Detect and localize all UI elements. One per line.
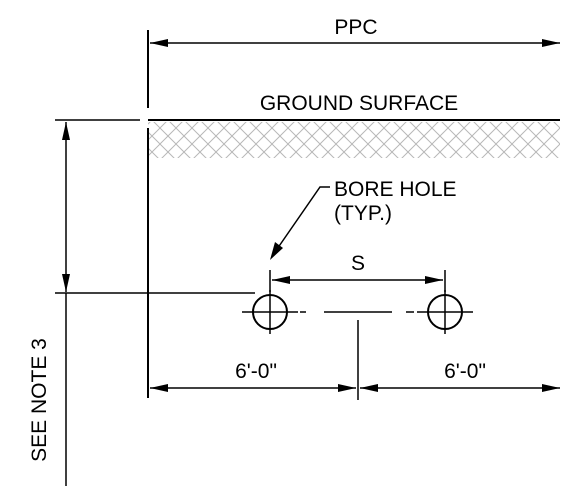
offset-arrow-right-end xyxy=(542,384,560,392)
spacing-arrow-left xyxy=(272,276,290,284)
bore-hole-label: BORE HOLE xyxy=(334,178,457,201)
offset-label-left: 6'-0" xyxy=(235,360,277,383)
offset-arrow-right-start xyxy=(360,384,378,392)
bore-hole-typ-label: (TYP.) xyxy=(334,202,392,225)
ppc-arrow-right xyxy=(542,39,560,47)
bore-hole-leader xyxy=(274,186,330,253)
see-note-label: SEE NOTE 3 xyxy=(28,338,51,462)
depth-arrow-bottom xyxy=(62,274,70,292)
ground-hatch xyxy=(148,122,560,158)
offset-label-right: 6'-0" xyxy=(444,360,486,383)
bore-hole-left xyxy=(242,290,298,334)
ground-surface-label: GROUND SURFACE xyxy=(260,92,458,115)
offset-arrow-left-end xyxy=(338,384,356,392)
ppc-arrow-left xyxy=(150,39,168,47)
offset-arrow-left-start xyxy=(150,384,168,392)
depth-arrow-top xyxy=(62,122,70,140)
spacing-label: S xyxy=(351,252,365,275)
spacing-arrow-right xyxy=(425,276,443,284)
bore-hole-leader-arrow xyxy=(270,242,283,260)
ppc-label: PPC xyxy=(334,16,377,39)
bore-hole-right xyxy=(417,290,473,334)
